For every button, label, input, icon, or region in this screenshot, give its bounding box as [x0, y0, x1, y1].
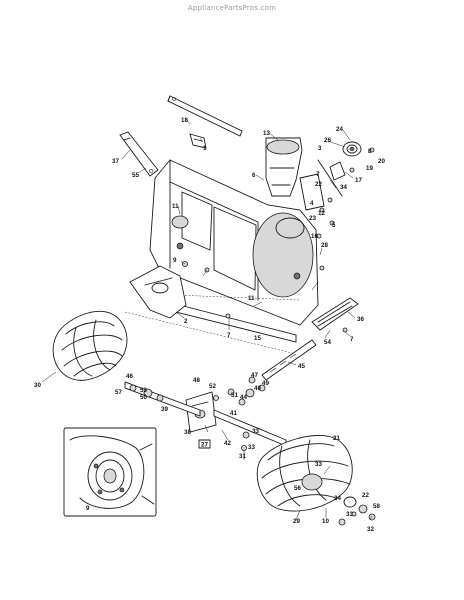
callout-2: 2	[184, 318, 188, 325]
callout-33c: 33	[315, 461, 322, 468]
callout-53: 53	[140, 387, 147, 394]
callout-1: 1	[203, 145, 207, 152]
callout-23: 23	[309, 215, 316, 222]
callout-57: 57	[115, 389, 122, 396]
left-auger-shaft	[124, 381, 201, 417]
callout-10: 10	[322, 518, 329, 525]
callout-7b: 7	[227, 332, 231, 339]
callout-4: 4	[310, 200, 314, 207]
callout-9: 9	[173, 257, 177, 264]
inset-callout-9: 9	[86, 505, 90, 512]
callout-45: 45	[298, 363, 305, 370]
inset-detail	[63, 427, 157, 517]
callout-44: 44	[240, 394, 247, 401]
callout-34: 34	[340, 184, 347, 191]
callout-33d: 33	[346, 511, 353, 518]
bracket-small	[189, 133, 207, 149]
right-auger	[256, 435, 353, 512]
callout-39: 39	[161, 406, 168, 413]
chute-assembly	[265, 137, 303, 197]
callout-22: 22	[315, 181, 322, 188]
right-end-bearing	[343, 496, 376, 521]
callout-51: 51	[231, 392, 238, 399]
callout-52: 52	[209, 383, 216, 390]
watermark: AppliancePartsPros.com	[187, 4, 277, 12]
callout-18: 18	[181, 117, 188, 124]
callout-21: 21	[333, 435, 340, 442]
shave-plate	[129, 265, 187, 319]
callout-41: 41	[230, 410, 237, 417]
callout-13: 13	[263, 130, 270, 137]
leader-lines	[41, 117, 373, 521]
hardware	[182, 147, 375, 526]
callout-8: 8	[368, 148, 372, 155]
callout-30: 30	[34, 382, 41, 389]
callout-37: 37	[112, 158, 119, 165]
callout-labels: 18 1 13 26 24 3 8 20 19 37 55 7 34 17 22…	[34, 117, 385, 533]
callout-49: 49	[262, 380, 269, 387]
callout-42: 42	[224, 440, 231, 447]
callout-19: 19	[366, 165, 373, 172]
callout-6: 6	[252, 172, 256, 179]
callout-20: 20	[378, 158, 385, 165]
left-bracket	[119, 131, 159, 177]
callout-54: 54	[324, 339, 331, 346]
auger-shaft	[261, 339, 317, 381]
callout-29: 29	[293, 518, 300, 525]
callout-11b: 11	[248, 295, 255, 302]
callout-33b: 33	[248, 444, 255, 451]
callout-11: 11	[172, 203, 179, 210]
callout-26: 26	[324, 137, 331, 144]
callout-55: 55	[132, 172, 139, 179]
callout-58: 58	[373, 503, 380, 510]
callout-46: 46	[126, 373, 133, 380]
callout-7c: 7	[350, 336, 354, 343]
callout-47: 47	[251, 372, 258, 379]
callout-38: 38	[184, 429, 191, 436]
callout-22b: 22	[362, 492, 369, 499]
auger-housing	[149, 159, 319, 326]
callout-36: 36	[357, 316, 364, 323]
linkage-rod	[299, 159, 346, 211]
callout-40: 40	[254, 385, 261, 392]
boxed-callout-27: 27	[201, 442, 208, 449]
callout-33: 33	[252, 428, 259, 435]
right-auger-shaft	[213, 384, 287, 447]
callout-17: 17	[355, 177, 362, 184]
callout-31: 31	[239, 453, 246, 460]
skid-shoe	[311, 297, 359, 331]
callout-16: 16	[311, 233, 318, 240]
callout-32: 32	[367, 526, 374, 533]
callout-7: 7	[316, 171, 320, 178]
callout-3: 3	[318, 145, 322, 152]
callout-12: 12	[318, 210, 325, 217]
callout-50: 50	[140, 394, 147, 401]
gearbox	[185, 391, 217, 433]
drive-rod	[167, 95, 243, 137]
callout-48: 48	[193, 377, 200, 384]
boxed-callout-frame	[198, 439, 211, 449]
callout-5: 5	[332, 222, 336, 229]
left-auger	[52, 310, 128, 381]
callout-15: 15	[254, 335, 261, 342]
callout-34b: 34	[334, 495, 341, 502]
pulley-assembly	[342, 141, 362, 157]
callout-28: 28	[321, 242, 328, 249]
callout-24: 24	[336, 126, 343, 133]
callout-56: 56	[294, 485, 301, 492]
